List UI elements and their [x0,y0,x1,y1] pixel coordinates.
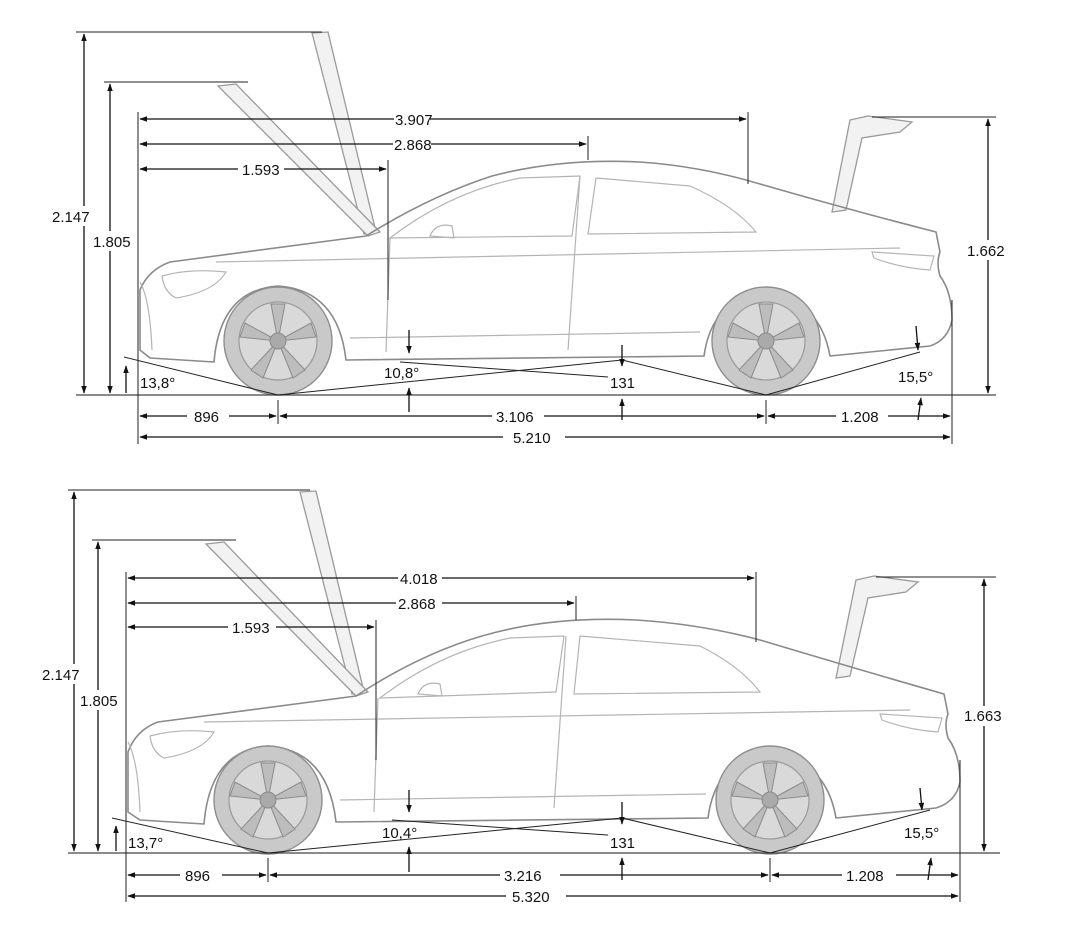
label-front-overhang: 896 [194,409,219,426]
label-rear-overhang: 1.208 [846,868,884,885]
label-length-hood-hinge: 1.593 [232,620,270,637]
car-body [127,618,961,825]
label-rear-overhang: 1.208 [841,409,879,426]
label-height: 1.662 [967,243,1005,260]
label-height-hood-open: 2.147 [42,667,80,684]
label-wheelbase: 3.106 [496,409,534,426]
rear-wheel [711,286,821,396]
label-wheelbase: 3.216 [504,868,542,885]
front-wheel [223,286,333,396]
dimension-labels: 2.147 1.805 4.018 2.868 1.593 1.663 13,7… [42,569,1010,906]
label-departure-angle: 15,5° [898,369,933,386]
label-breakover-angle: 10,8° [384,365,419,382]
label-length: 5.210 [513,430,551,447]
label-length-roof-rear: 2.868 [398,596,436,613]
label-length-trunk-hinge: 3.907 [395,112,433,129]
label-length-hood-hinge: 1.593 [242,162,280,179]
label-length-roof-rear: 2.868 [394,137,432,154]
sedan-diagram-long: 2.147 1.805 4.018 2.868 1.593 1.663 13,7… [42,489,1010,906]
label-ground-clearance: 131 [610,375,635,392]
label-height-trunk-open: 1.805 [93,234,131,251]
open-hood-low [216,83,382,237]
front-wheel [213,745,323,855]
label-departure-angle: 15,5° [904,825,939,842]
label-height: 1.663 [964,708,1002,725]
open-trunk [831,115,914,213]
dimension-labels: 2.147 1.805 3.907 2.868 1.593 1.662 13,8… [52,110,1010,447]
label-front-overhang: 896 [185,868,210,885]
label-height-trunk-open: 1.805 [80,693,118,710]
sedan-diagram-standard: 2.147 1.805 3.907 2.868 1.593 1.662 13,8… [52,31,1010,447]
label-approach-angle: 13,7° [128,835,163,852]
car-body [139,160,953,363]
label-length: 5.320 [512,889,550,906]
open-trunk [835,575,920,679]
label-ground-clearance: 131 [610,835,635,852]
label-approach-angle: 13,8° [140,375,175,392]
label-breakover-angle: 10,4° [382,825,417,842]
label-height-hood-open: 2.147 [52,209,90,226]
label-length-trunk-hinge: 4.018 [400,571,438,588]
rear-wheel [715,745,825,855]
